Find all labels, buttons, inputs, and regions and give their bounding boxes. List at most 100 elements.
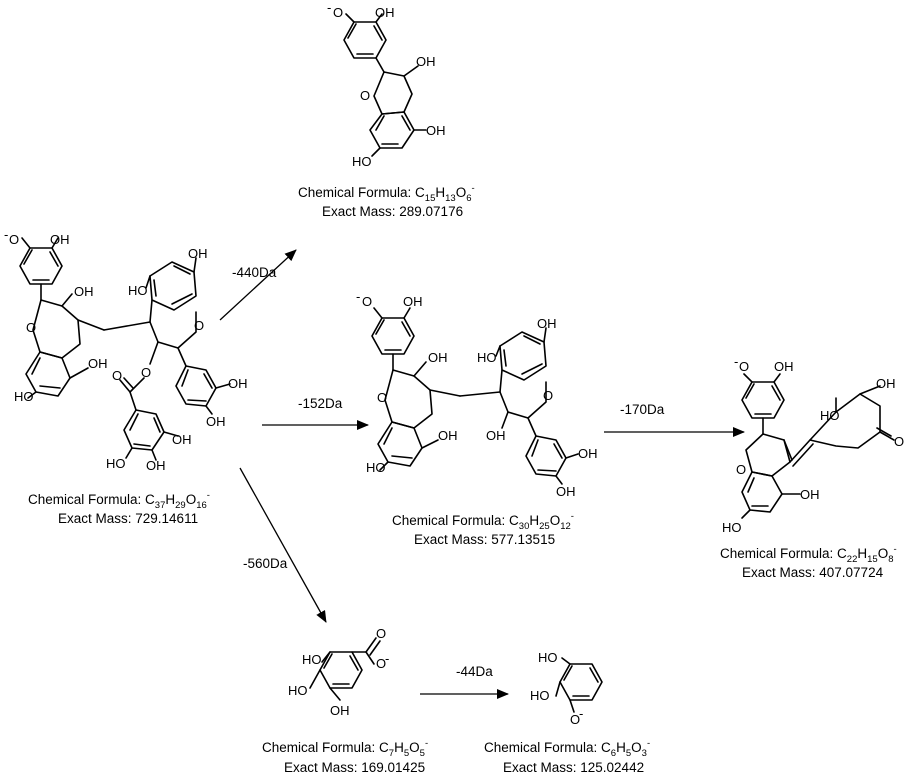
c3-quinone-ring [809, 385, 895, 449]
parent-catechol-ring [19, 237, 63, 301]
parent-upper-c-ring [103, 299, 197, 367]
c1-mass: Exact Mass: 289.07176 [322, 204, 463, 219]
svg-text:Chemical Formula: C6H5O3-: Chemical Formula: C6H5O3- [484, 738, 650, 759]
parent-ester-o: O [141, 365, 151, 380]
parent-galloyl-group [119, 377, 179, 461]
c2-upper-c3-oh: OH [486, 428, 506, 443]
c3-formula-label: Chemical Formula: C22H15O8- Exact Mass: … [720, 544, 897, 580]
c4-oh-bottom: OH [330, 703, 350, 718]
c2-upper-a-oh: OH [537, 316, 557, 331]
arrow-label-440: -440Da [232, 265, 277, 280]
parent-a-ring [25, 351, 89, 399]
c4-carboxylate-o: O [376, 656, 386, 671]
c2-a5-oh: OH [438, 428, 458, 443]
arrow-label-170: -170Da [620, 402, 665, 417]
parent-upper-a-ring [145, 257, 197, 311]
c1-phenoxide-o: O [333, 5, 343, 20]
arrow-minus-44: -44Da [420, 664, 509, 699]
svg-text:Chemical Formula: C7H5O5-: Chemical Formula: C7H5O5- [262, 738, 428, 759]
c2-structure: - O OH OH O OH HO OH HO O [356, 289, 598, 499]
arrow-minus-560: -560Da [239, 467, 327, 623]
c1-structure: - O OH OH O OH HO [327, 0, 446, 169]
parent-a5-oh: OH [88, 356, 108, 371]
c1-catechol-ring [343, 13, 387, 73]
parent-carbonyl-o: O [112, 368, 122, 383]
c3-a7-ho: HO [722, 520, 742, 535]
c4-benzene-ring [309, 637, 381, 701]
parent-catechol-oh: OH [50, 232, 70, 247]
svg-text:Chemical Formula: C15H13O6-: Chemical Formula: C15H13O6- [298, 183, 475, 204]
c3-catechol-oh: OH [774, 359, 794, 374]
c2-a-ring [377, 421, 439, 471]
c1-formula-label: Chemical Formula: C15H13O6- Exact Mass: … [298, 183, 475, 219]
svg-text:-: - [356, 289, 360, 304]
c1-a-ring [369, 111, 427, 157]
c2-catechol-ring [371, 307, 415, 371]
c2-a7-ho: HO [366, 460, 386, 475]
parent-c3-oh: OH [74, 284, 94, 299]
c4-mass: Exact Mass: 169.01425 [284, 760, 425, 775]
c1-catechol-oh: OH [375, 5, 395, 20]
svg-text:Chemical Formula: C30H25O12-: Chemical Formula: C30H25O12- [392, 511, 574, 532]
parent-ring-oxygen: O [26, 320, 36, 335]
c2-c-ring [384, 361, 461, 429]
parent-galloyl-oh2: OH [146, 458, 166, 473]
c1-c3-oh: OH [416, 54, 436, 69]
c3-quinone-oh: OH [876, 376, 896, 391]
parent-phenoxide-o: O [9, 232, 19, 247]
parent-a7-ho: HO [14, 389, 34, 404]
c2-upper-c-ring [459, 369, 547, 437]
parent-lower-catechol [175, 365, 231, 415]
c2-upper-a-ho: HO [477, 350, 497, 365]
c2-mass: Exact Mass: 577.13515 [414, 532, 555, 547]
c2-catechol2-oh1: OH [578, 446, 598, 461]
c5-ho-mid: HO [530, 688, 550, 703]
c5-ho-top: HO [538, 650, 558, 665]
parent-upper-a-oh: OH [188, 246, 208, 261]
c2-ring-oxygen: O [377, 390, 387, 405]
parent-catechol2-oh1: OH [228, 376, 248, 391]
svg-text:Chemical Formula: C37H29O16-: Chemical Formula: C37H29O16- [28, 490, 210, 511]
arrow-label-560: -560Da [243, 556, 288, 571]
c2-catechol2-oh2: OH [556, 484, 576, 499]
c5-benzene-ring [555, 657, 603, 713]
svg-text:-: - [385, 651, 389, 666]
c1-c-ring [373, 65, 419, 115]
c3-phenoxide-o: O [739, 359, 749, 374]
parent-galloyl-oh1: OH [172, 432, 192, 447]
c1-a5-oh: OH [426, 123, 446, 138]
c3-ketone-o: O [894, 434, 904, 449]
c4-ho-top: HO [302, 652, 322, 667]
c3-catechol-ring [741, 373, 785, 435]
c2-catechol-oh: OH [403, 294, 423, 309]
c4-formula-label: Chemical Formula: C7H5O5- Exact Mass: 16… [262, 738, 428, 775]
parent-formula-label: Chemical Formula: C37H29O16- Exact Mass:… [28, 490, 210, 526]
c3-pyran-ring [745, 433, 814, 477]
parent-mass: Exact Mass: 729.14611 [58, 511, 198, 526]
parent-c-ring [32, 293, 105, 359]
c2-phenoxide-o: O [362, 294, 372, 309]
c3-quinone-ho: HO [820, 408, 840, 423]
parent-upper-a-ho: HO [128, 283, 148, 298]
c2-upper-ring-oxygen: O [543, 388, 553, 403]
c5-formula-label: Chemical Formula: C6H5O3- Exact Mass: 12… [484, 738, 650, 775]
svg-text:Chemical Formula: C22H15O8-: Chemical Formula: C22H15O8- [720, 544, 897, 565]
parent-structure: - O OH OH O OH HO OH HO [4, 227, 248, 473]
arrow-minus-152: -152Da [262, 396, 369, 430]
c5-mass: Exact Mass: 125.02442 [503, 760, 644, 775]
svg-text:-: - [734, 354, 738, 369]
c3-ring-oxygen: O [736, 462, 746, 477]
parent-phenoxide-minus: - [4, 227, 8, 242]
c5-oxide-o: O [570, 712, 580, 727]
c2-formula-label: Chemical Formula: C30H25O12- Exact Mass:… [392, 511, 574, 547]
arrow-minus-170: -170Da [604, 402, 745, 437]
c3-mass: Exact Mass: 407.07724 [742, 565, 884, 580]
svg-text:-: - [327, 0, 331, 15]
c3-a5-oh: OH [800, 487, 820, 502]
c4-carbonyl-o: O [376, 626, 386, 641]
c1-a7-ho: HO [352, 154, 372, 169]
parent-upper-ring-oxygen: O [194, 318, 204, 333]
c5-structure: HO HO O - [530, 650, 603, 727]
parent-galloyl-ho: HO [106, 456, 126, 471]
